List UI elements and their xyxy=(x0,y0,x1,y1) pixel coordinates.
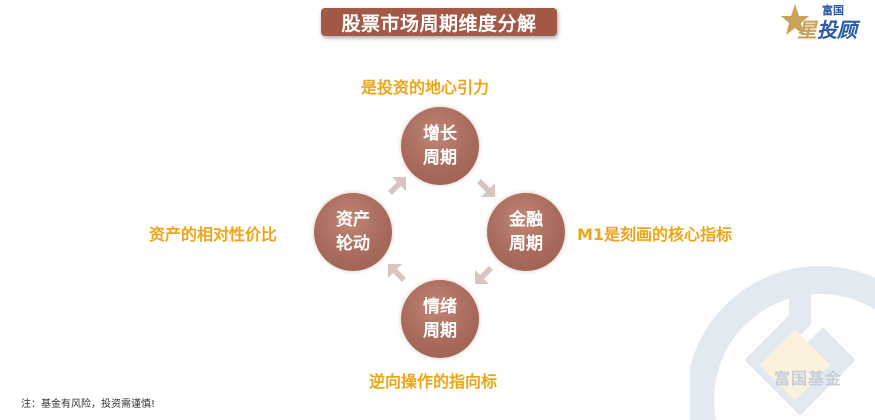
watermark-logo-icon xyxy=(690,266,875,420)
asset-rotation-node: 资产 轮动 xyxy=(314,193,392,271)
node-text-line2: 周期 xyxy=(509,234,543,254)
financial-cycle-node: 金融 周期 xyxy=(487,193,565,271)
arrow-down-left-icon xyxy=(475,266,493,284)
arrow-up-right-icon xyxy=(388,177,406,195)
financial-cycle-label: M1是刻画的核心指标 xyxy=(577,225,733,244)
asset-rotation-label: 资产的相对性价比 xyxy=(149,225,278,244)
watermark-text: 富国基金 xyxy=(774,369,843,388)
logo-accent-char: 星 xyxy=(797,18,817,42)
arrow-down-right-icon xyxy=(477,179,495,197)
node-text-line1: 增长 xyxy=(423,124,457,144)
growth-cycle-label: 是投资的地心引力 xyxy=(361,78,490,97)
risk-disclaimer: 注：基金有风险，投资需谨慎! xyxy=(21,399,156,410)
star-icon xyxy=(781,4,809,35)
node-text-line1: 情绪 xyxy=(423,297,457,317)
page-title: 股票市场周期维度分解 xyxy=(321,8,557,36)
node-text-line2: 周期 xyxy=(423,321,457,341)
sentiment-cycle-node: 情绪 周期 xyxy=(401,280,479,358)
logo-small-text: 富国 xyxy=(822,4,844,17)
brand-logo: 富国 星投顾 xyxy=(775,2,865,42)
node-text-line2: 轮动 xyxy=(336,234,370,254)
node-text-line2: 周期 xyxy=(423,148,457,168)
logo-big-text: 星投顾 xyxy=(797,14,857,43)
node-text-line1: 金融 xyxy=(509,210,543,230)
growth-cycle-node: 增长 周期 xyxy=(401,107,479,185)
sentiment-cycle-label: 逆向操作的指向标 xyxy=(369,372,498,391)
node-text-line1: 资产 xyxy=(336,210,370,230)
arrow-up-left-icon xyxy=(388,264,406,282)
logo-main-chars: 投顾 xyxy=(817,18,857,42)
